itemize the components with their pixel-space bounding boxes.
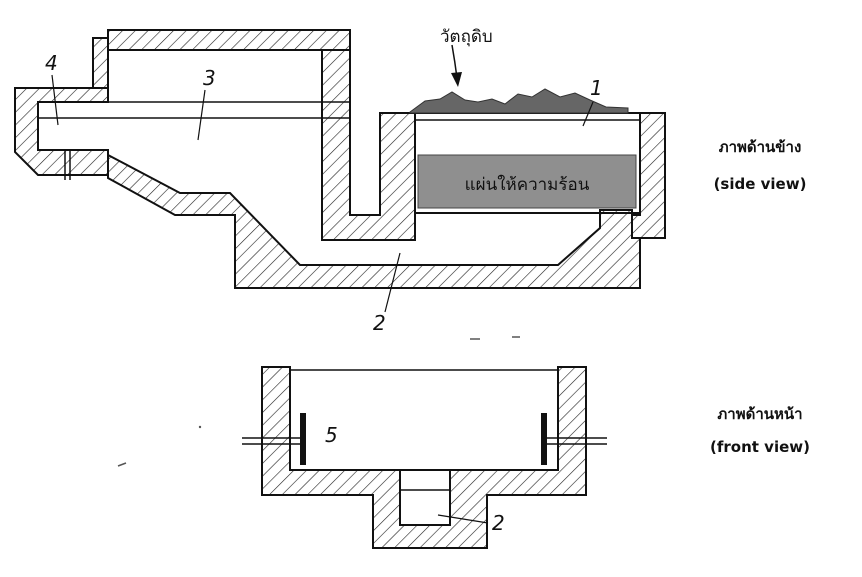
part-label-2-side: 2 (373, 311, 386, 335)
part-label-2-front: 2 (492, 511, 505, 535)
front-view-title-th: ภาพด้านหน้า (717, 405, 803, 423)
upper-chamber-right-wall (321, 49, 416, 241)
side-view-drawing (14, 29, 666, 289)
front-channel-slot (399, 469, 451, 526)
front-view-title-en: (front view) (710, 438, 810, 456)
part-label-3: 3 (203, 66, 216, 90)
part-label-5: 5 (325, 423, 338, 447)
right-heater-rod (541, 413, 547, 465)
raw-material-label: วัตถุดิบ (440, 27, 493, 47)
inlet-head (14, 87, 109, 176)
side-view-title-en: (side view) (713, 175, 807, 193)
heater-plate (417, 154, 637, 209)
part-label-4: 4 (45, 51, 58, 75)
upper-chamber-wall (107, 29, 351, 51)
heater-tank-wall (631, 112, 666, 239)
side-view-title-th: ภาพด้านข้าง (718, 138, 802, 156)
heater-plate-label: แผ่นให้ความร้อน (465, 174, 590, 195)
front-view-drawing (242, 366, 607, 549)
part-label-1: 1 (590, 76, 603, 100)
left-heater-rod (300, 413, 306, 465)
raw-material-shape (409, 88, 629, 114)
